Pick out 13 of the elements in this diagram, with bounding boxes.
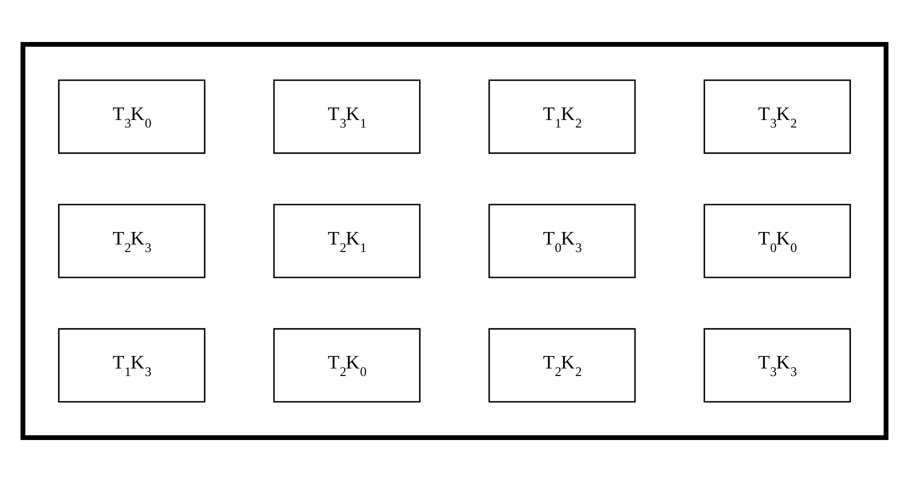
cluster xyxy=(20,41,888,440)
node-box: T$_{0}$K$_{3}$ xyxy=(488,203,636,278)
node-box: T$_{2}$K$_{2}$ xyxy=(488,328,636,402)
node-box: T$_{0}$K$_{0}$ xyxy=(704,203,851,278)
node-box: T$_{2}$K$_{1}$ xyxy=(273,203,421,278)
node-box: T$_{1}$K$_{3}$ xyxy=(58,328,206,402)
node-box: T$_{1}$K$_{2}$ xyxy=(488,79,636,154)
node-box: T$_{2}$K$_{0}$ xyxy=(273,328,421,402)
node-box: T$_{3}$K$_{0}$ xyxy=(58,79,206,154)
node-box: T$_{2}$K$_{3}$ xyxy=(58,203,206,278)
node-box: T$_{3}$K$_{1}$ xyxy=(273,79,421,154)
node-box: T$_{3}$K$_{2}$ xyxy=(704,79,851,154)
node-box: T$_{3}$K$_{3}$ xyxy=(704,328,851,402)
